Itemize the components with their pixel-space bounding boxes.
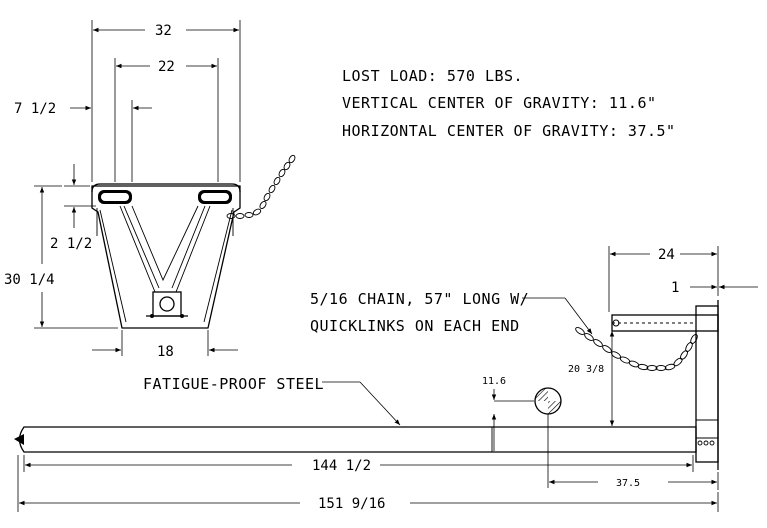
dim-144-1-2: 144 1/2 (312, 458, 371, 474)
dim-1: 1 (671, 280, 679, 296)
chain-label-line1: 5/16 CHAIN, 57" LONG W/ (310, 290, 529, 308)
front-view (91, 154, 296, 329)
v-brace-inner (123, 205, 206, 289)
top-fork-tube (611, 314, 719, 332)
dim-11-6: 11.6 (482, 376, 506, 387)
dim-37-5: 37.5 (616, 478, 640, 489)
boom-tip (14, 434, 24, 445)
side-chain (575, 327, 698, 371)
note-load: LOST LOAD: 570 LBS. (342, 67, 523, 85)
chain-label-line2: QUICKLINKS ON EACH END (310, 317, 520, 335)
dim-2-1-2: 2 1/2 (50, 236, 92, 252)
side-view (14, 300, 719, 470)
dim-22: 22 (158, 59, 175, 75)
dim-7-1-2: 7 1/2 (14, 101, 56, 117)
front-body-outline (91, 185, 241, 329)
dim-30-1-4: 30 1/4 (4, 272, 55, 288)
notes-block: LOST LOAD: 570 LBS. VERTICAL CENTER OF G… (342, 67, 676, 140)
pin-hole (159, 296, 175, 312)
dim-32: 32 (155, 23, 172, 39)
boom (18, 426, 697, 453)
dim-20-3-8: 20 3/8 (568, 364, 604, 375)
steel-label: FATIGUE-PROOF STEEL (143, 375, 324, 393)
front-top-plate (91, 183, 241, 193)
left-fork-pocket-inner (101, 193, 129, 201)
pin-boss (152, 291, 182, 317)
side-dimensions: 24 1 5/16 CHAIN, 57" LONG W/ QUICKLINKS … (17, 246, 758, 512)
front-dimensions: 32 22 7 1/2 2 1/2 30 1/4 18 (4, 20, 241, 360)
dim-18: 18 (157, 344, 174, 360)
v-brace (119, 205, 211, 293)
dim-24: 24 (658, 247, 675, 263)
right-fork-pocket-inner (201, 193, 229, 201)
note-horizontal-cg: HORIZONTAL CENTER OF GRAVITY: 37.5" (342, 122, 676, 140)
front-chain (226, 154, 296, 219)
cg-symbol (534, 387, 562, 415)
rear-mast (695, 305, 719, 463)
dim-151-9-16: 151 9/16 (318, 496, 385, 512)
note-vertical-cg: VERTICAL CENTER OF GRAVITY: 11.6" (342, 94, 657, 112)
front-body-inner (99, 209, 233, 323)
